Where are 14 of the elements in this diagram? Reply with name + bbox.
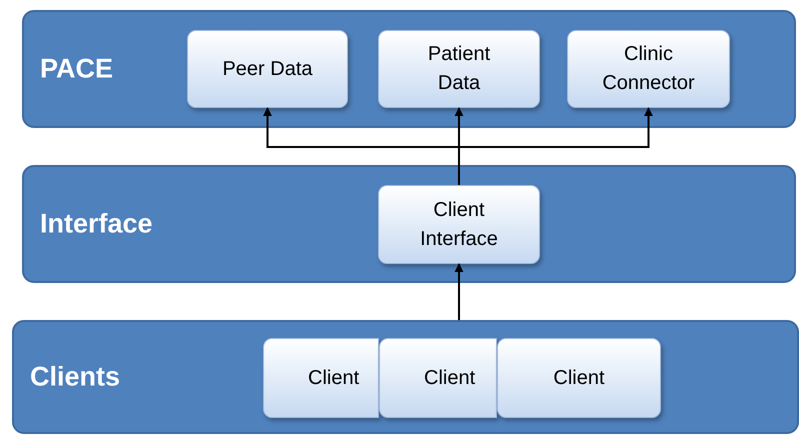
layer-label: Clients: [30, 362, 120, 392]
layer-label: Interface: [40, 208, 153, 240]
layer-band: [12, 320, 799, 434]
component-box: Client: [497, 338, 661, 418]
component-box: Peer Data: [187, 30, 348, 108]
layer-band: [22, 165, 796, 283]
component-box: Clinic Connector: [567, 30, 730, 108]
component-box: Client: [263, 338, 379, 418]
layer-label: PACE: [40, 54, 114, 84]
component-box: Patient Data: [378, 30, 540, 108]
arrow: [454, 263, 464, 320]
layer-band: [22, 10, 796, 128]
component-box: Client: [379, 338, 497, 418]
component-box: Client Interface: [378, 185, 540, 264]
